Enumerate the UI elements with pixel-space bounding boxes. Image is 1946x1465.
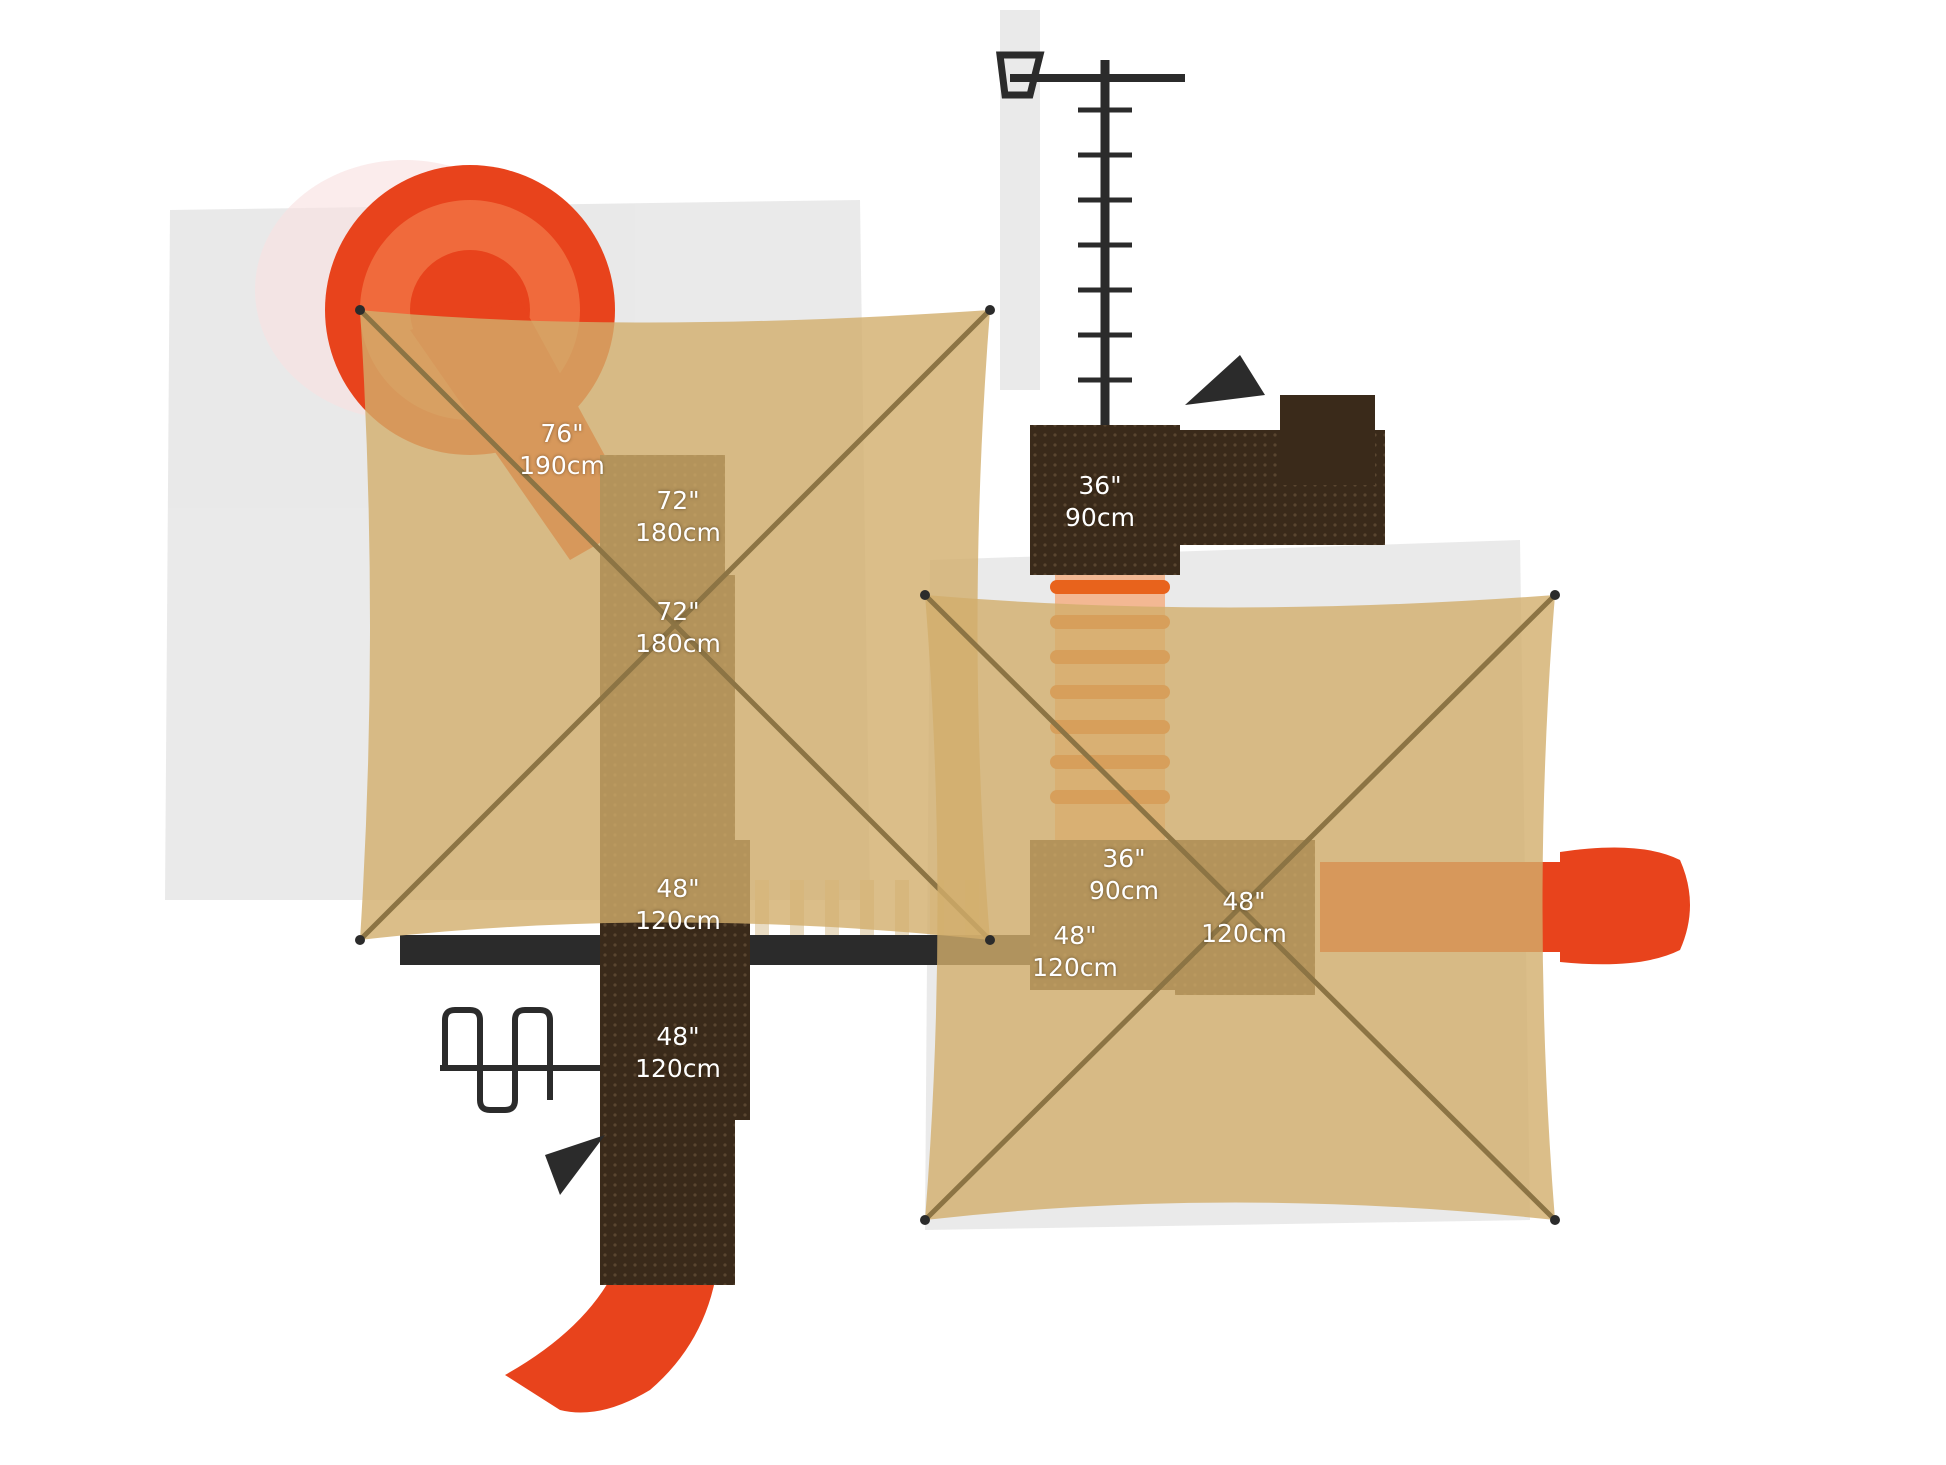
height-imperial: 36" <box>1102 844 1146 873</box>
height-imperial: 48" <box>1222 887 1266 916</box>
height-label-center-left-deck: 72" 180cm <box>603 596 753 660</box>
height-label-right-slide-deck: 48" 120cm <box>1169 886 1319 950</box>
height-imperial: 48" <box>1053 921 1097 950</box>
height-metric: 190cm <box>519 451 605 480</box>
height-label-bottom-slide-deck: 48" 120cm <box>603 1021 753 1085</box>
height-imperial: 36" <box>1078 471 1122 500</box>
height-metric: 120cm <box>1032 953 1118 982</box>
height-label-top-tower-deck: 36" 90cm <box>1025 470 1175 534</box>
shade-canopies <box>355 305 1560 1225</box>
height-metric: 90cm <box>1065 503 1135 532</box>
height-metric: 90cm <box>1089 876 1159 905</box>
height-label-lower-left-bridge-deck: 48" 120cm <box>603 873 753 937</box>
height-imperial: 72" <box>656 486 700 515</box>
height-label-upper-left-deck: 72" 180cm <box>603 485 753 549</box>
height-imperial: 48" <box>656 1022 700 1051</box>
height-metric: 120cm <box>635 906 721 935</box>
top-climbing-arm <box>996 51 1185 430</box>
telescope-funnels <box>545 355 1265 1195</box>
height-metric: 120cm <box>635 1054 721 1083</box>
height-label-spiral-slide-deck: 76" 190cm <box>487 418 637 482</box>
height-imperial: 48" <box>656 874 700 903</box>
height-metric: 180cm <box>635 629 721 658</box>
height-imperial: 72" <box>656 597 700 626</box>
height-metric: 120cm <box>1201 919 1287 948</box>
height-imperial: 76" <box>540 419 584 448</box>
height-metric: 180cm <box>635 518 721 547</box>
height-label-ladder-deck: 48" 120cm <box>1000 920 1150 984</box>
height-label-center-right-deck: 36" 90cm <box>1049 843 1199 907</box>
left-wavy-climber <box>440 1007 600 1113</box>
